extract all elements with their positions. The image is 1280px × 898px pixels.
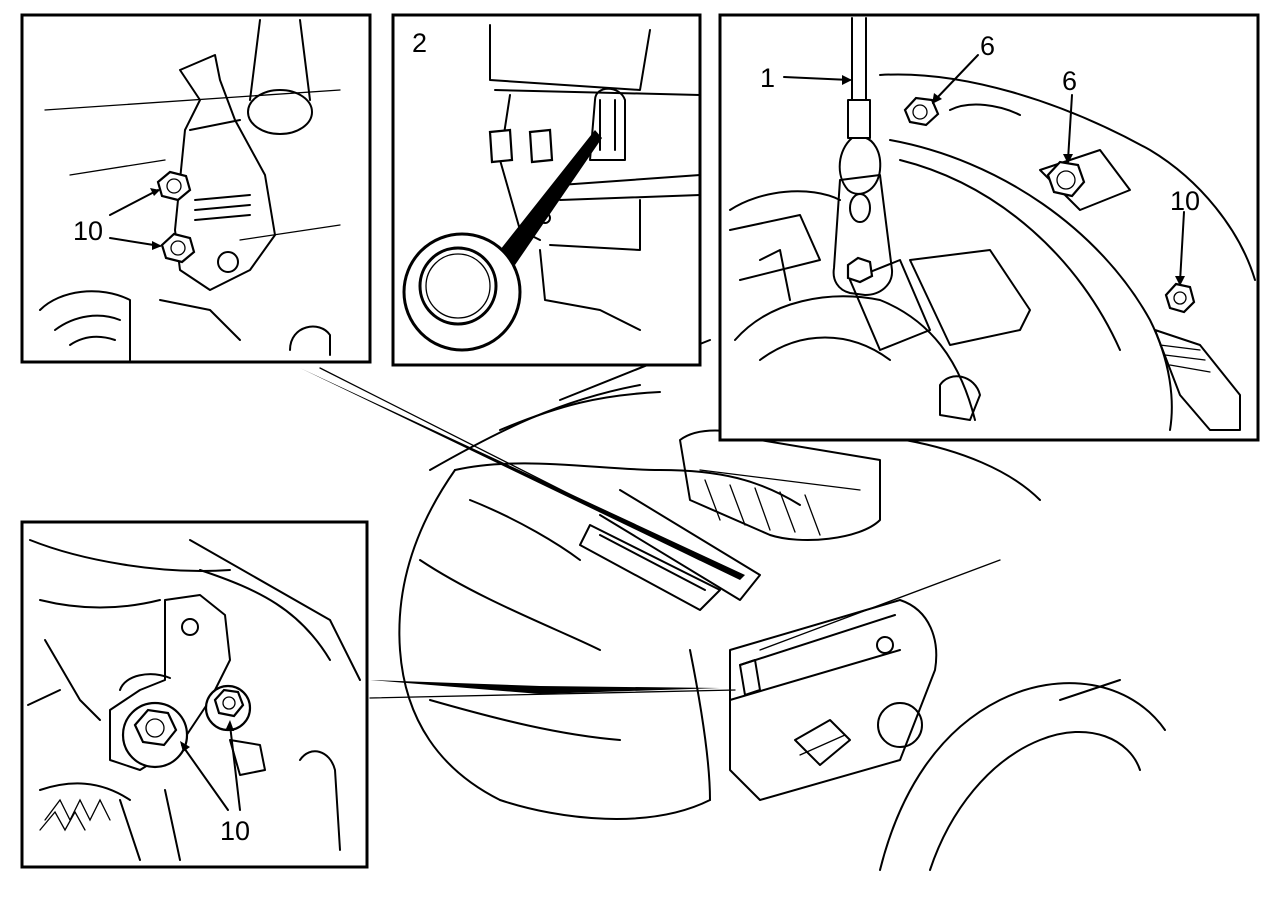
callout-2: 2 — [412, 28, 427, 58]
callout-6-left: 6 — [980, 31, 995, 61]
bolt-10-small — [204, 684, 252, 732]
bolt-10 — [1164, 282, 1196, 314]
bolt-10-big — [121, 701, 189, 769]
inset-bottom-left: 10 — [20, 520, 369, 869]
callout-10-right: 10 — [1170, 186, 1200, 216]
callout-6-right: 6 — [1062, 66, 1077, 96]
magnifier-callout — [402, 130, 602, 352]
bolt-6-right — [1046, 160, 1086, 198]
bolt-10-upper — [156, 170, 192, 202]
callout-1: 1 — [760, 63, 775, 93]
bolt-10-lower — [160, 232, 196, 264]
main-engine-illustration — [300, 339, 1166, 871]
lifting-hook — [832, 17, 894, 296]
inset-top-right: 1 6 6 10 — [718, 13, 1260, 442]
callout-10: 10 — [73, 216, 103, 246]
inset-top-left: 10 — [20, 13, 372, 364]
callout-10-bottom: 10 — [220, 816, 250, 846]
inset-top-middle: 2 — [391, 13, 702, 367]
bolt-6-left — [903, 96, 940, 127]
